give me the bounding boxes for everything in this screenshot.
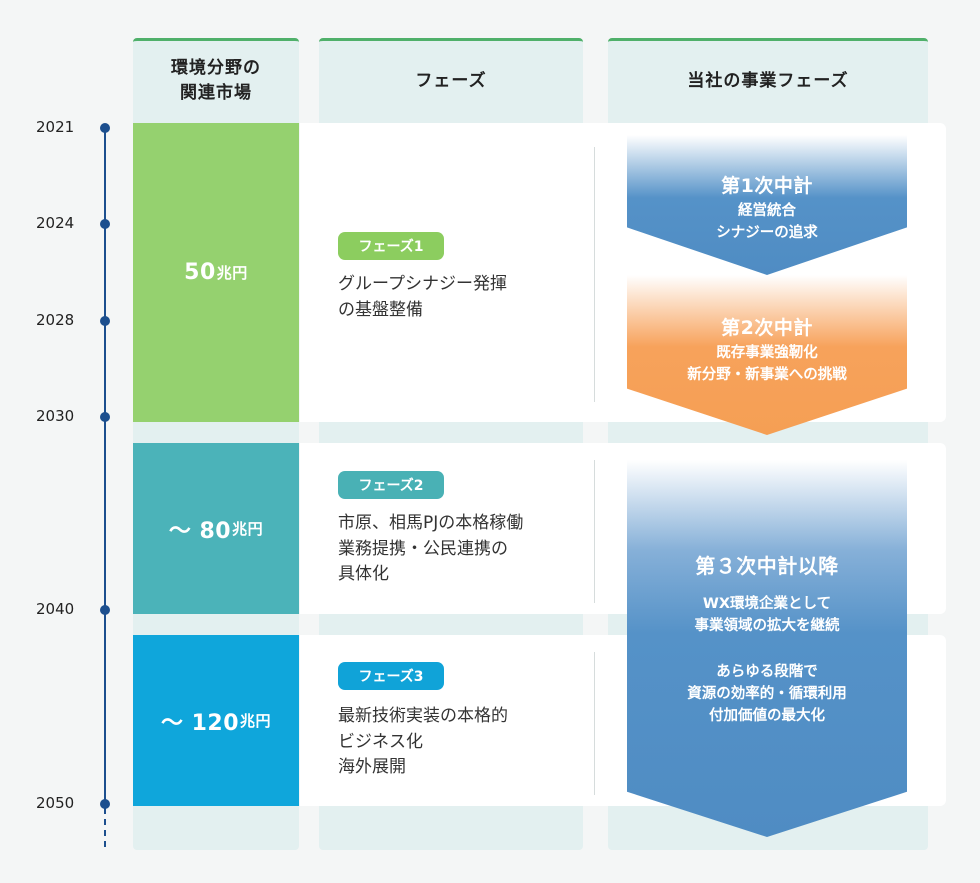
phase-text-3: 最新技術実装の本格的 ビジネス化 海外展開 (338, 706, 508, 777)
phase-badge-3: フェーズ3 (338, 662, 444, 690)
business-desc-2: 既存事業強靭化 新分野・新事業への挑戦 (687, 345, 847, 383)
market-header-text: 環境分野の 関連市場 (171, 58, 261, 103)
business-title-2: 第2次中計 (721, 317, 813, 339)
timeline-dot (100, 219, 110, 229)
row-divider (594, 460, 595, 603)
timeline-dot (100, 605, 110, 615)
business-desc-3b: あらゆる段階で 資源の効率的・循環利用 付加価値の最大化 (687, 664, 847, 724)
timeline-year: 2040 (36, 600, 75, 618)
phase-badge-2: フェーズ2 (338, 471, 444, 499)
timeline-year: 2050 (36, 794, 75, 812)
business-title-1: 第1次中計 (721, 175, 813, 197)
timeline-year: 2028 (36, 311, 75, 329)
timeline-dot (100, 123, 110, 133)
business-arrow-2: 第2次中計 既存事業強靭化 新分野・新事業への挑戦 (627, 275, 907, 435)
timeline-dot (100, 316, 110, 326)
business-desc-1: 経営統合 シナジーの追求 (716, 203, 818, 241)
timeline-dot (100, 799, 110, 809)
business-desc-3a: WX環境企業として 事業領域の拡大を継続 (694, 596, 840, 634)
timeline-line (104, 128, 106, 804)
market-value: 〜 80 (168, 518, 232, 544)
phase-text-1: グループシナジー発揮 の基盤整備 (338, 274, 507, 320)
market-unit: 兆円 (240, 712, 272, 730)
phase-text-2: 市原、相馬PJの本格稼働 業務提携・公民連携の 具体化 (338, 513, 524, 584)
business-column-header: 当社の事業フェーズ (687, 70, 849, 91)
market-value: 〜 120 (160, 710, 240, 736)
business-title-3: 第３次中計以降 (695, 554, 839, 578)
timeline-dot (100, 412, 110, 422)
timeline-year: 2021 (36, 118, 75, 136)
phase-column-header: フェーズ (415, 70, 487, 91)
timeline-year: 2030 (36, 407, 75, 425)
phase-badge-1: フェーズ1 (338, 232, 444, 260)
market-unit: 兆円 (216, 264, 248, 282)
market-unit: 兆円 (232, 520, 264, 538)
timeline-dashed-extension (104, 808, 106, 852)
market-value: 50 (184, 260, 216, 285)
business-arrow-3: 第３次中計以降 WX環境企業として 事業領域の拡大を継続 あらゆる段階で 資源の… (627, 460, 907, 837)
row-divider (594, 147, 595, 402)
row-divider (594, 652, 595, 795)
timeline-year: 2024 (36, 214, 75, 232)
market-column-header: 環境分野の 関連市場 (133, 40, 299, 122)
